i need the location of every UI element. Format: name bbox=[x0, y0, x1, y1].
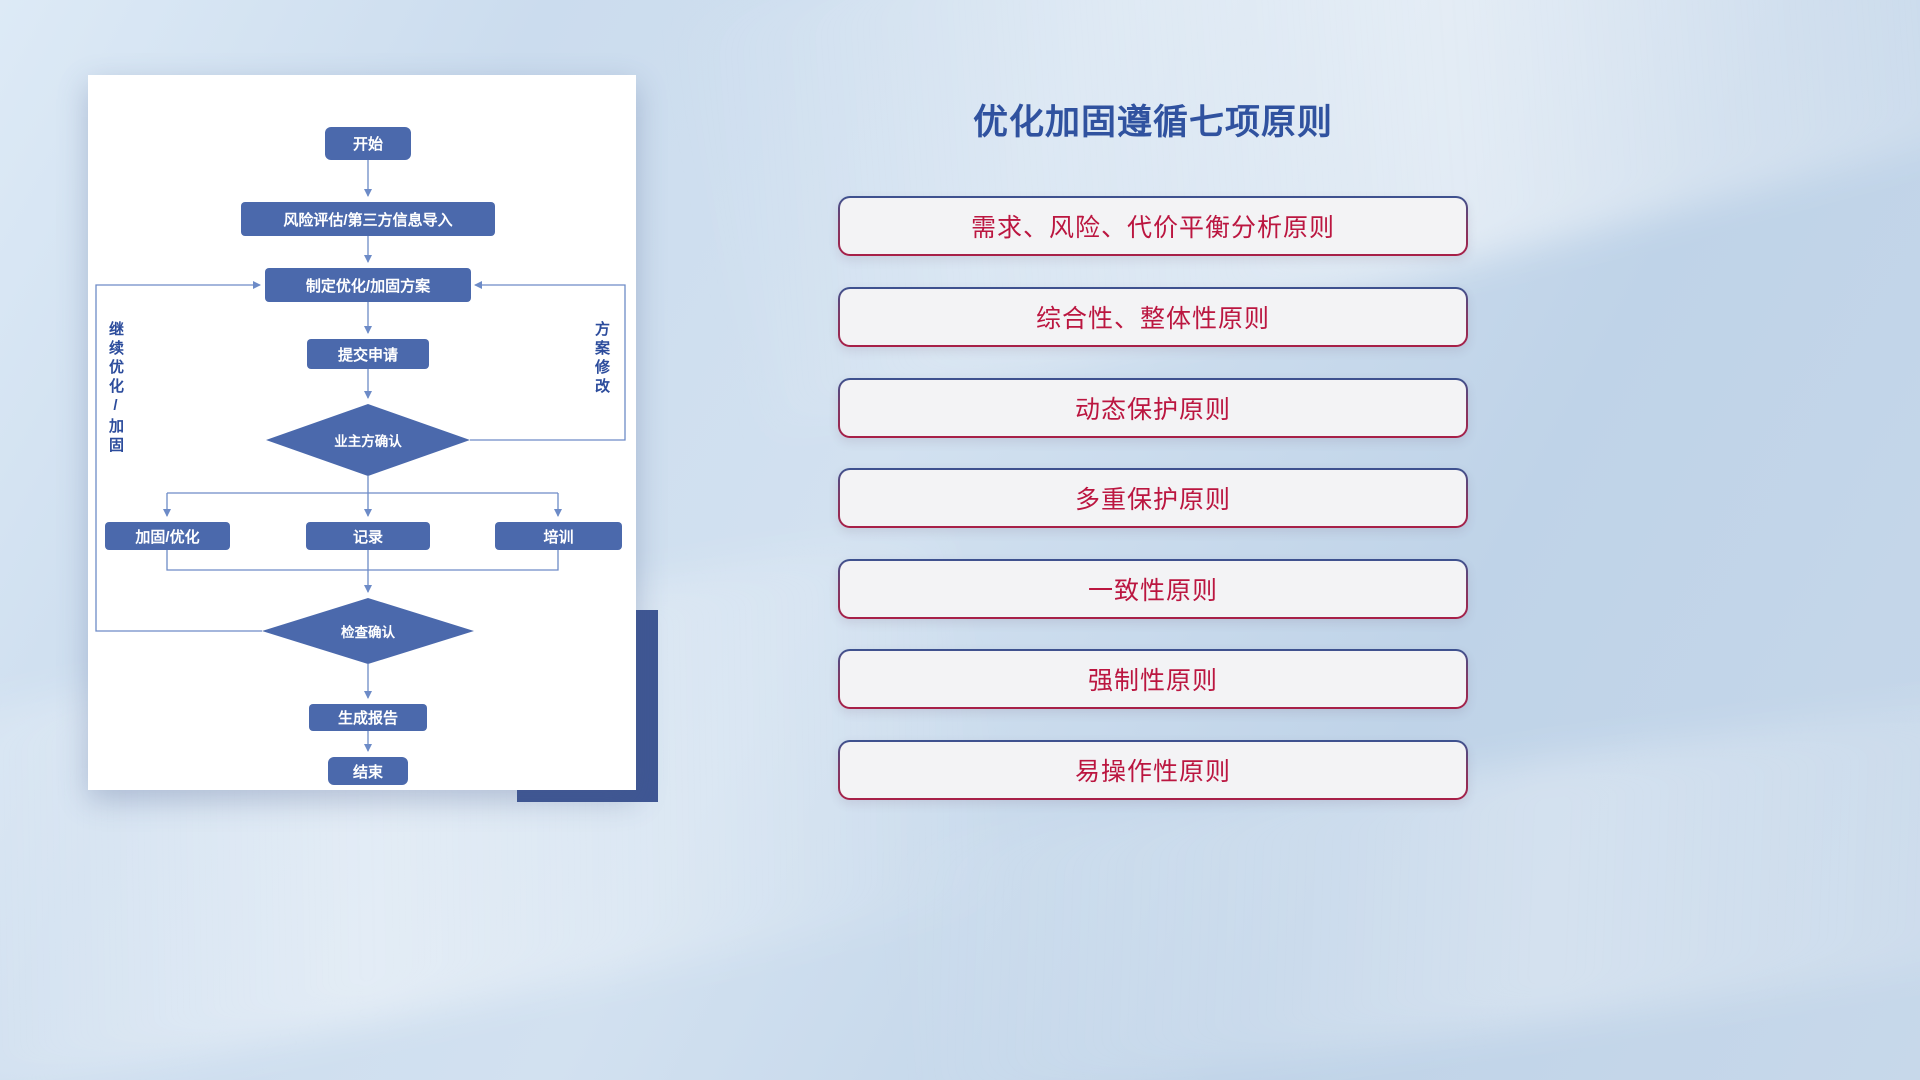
flow-node-make-plan: 制定优化/加固方案 bbox=[265, 268, 471, 302]
flow-node-training: 培训 bbox=[495, 522, 622, 550]
principle-text: 一致性原则 bbox=[840, 561, 1466, 617]
principle-item-2: 综合性、整体性原则 bbox=[838, 287, 1468, 347]
flow-node-start: 开始 bbox=[325, 127, 411, 160]
principles-panel: 优化加固遵循七项原则 需求、风险、代价平衡分析原则 综合性、整体性原则 动态保护… bbox=[838, 0, 1468, 1080]
flow-connectors bbox=[95, 160, 626, 752]
principle-text: 需求、风险、代价平衡分析原则 bbox=[840, 198, 1466, 254]
flow-node-submit: 提交申请 bbox=[307, 339, 429, 369]
principle-text: 易操作性原则 bbox=[840, 742, 1466, 798]
page-title: 优化加固遵循七项原则 bbox=[972, 103, 1333, 142]
principle-item-6: 强制性原则 bbox=[838, 649, 1468, 709]
principle-item-3: 动态保护原则 bbox=[838, 378, 1468, 438]
flowchart-card: 开始 风险评估/第三方信息导入 制定优化/加固方案 提交申请 业主方确认 加固/… bbox=[88, 75, 636, 790]
flow-node-risk-import: 风险评估/第三方信息导入 bbox=[241, 202, 495, 236]
principle-item-1: 需求、风险、代价平衡分析原则 bbox=[838, 196, 1468, 256]
flow-node-record: 记录 bbox=[306, 522, 430, 550]
flow-node-reinforce: 加固/优化 bbox=[105, 522, 230, 550]
principle-item-4: 多重保护原则 bbox=[838, 468, 1468, 528]
loop-label-plan-revision: 方案修改 bbox=[593, 321, 610, 397]
principle-item-7: 易操作性原则 bbox=[838, 740, 1468, 800]
flow-node-report: 生成报告 bbox=[309, 704, 427, 731]
loop-label-continue-optimize: 继续优化/加固 bbox=[107, 321, 124, 456]
principle-text: 动态保护原则 bbox=[840, 380, 1466, 436]
principle-item-5: 一致性原则 bbox=[838, 559, 1468, 619]
flow-node-end: 结束 bbox=[328, 757, 408, 785]
principle-text: 强制性原则 bbox=[840, 651, 1466, 707]
principle-text: 综合性、整体性原则 bbox=[840, 289, 1466, 345]
principle-text: 多重保护原则 bbox=[840, 470, 1466, 526]
